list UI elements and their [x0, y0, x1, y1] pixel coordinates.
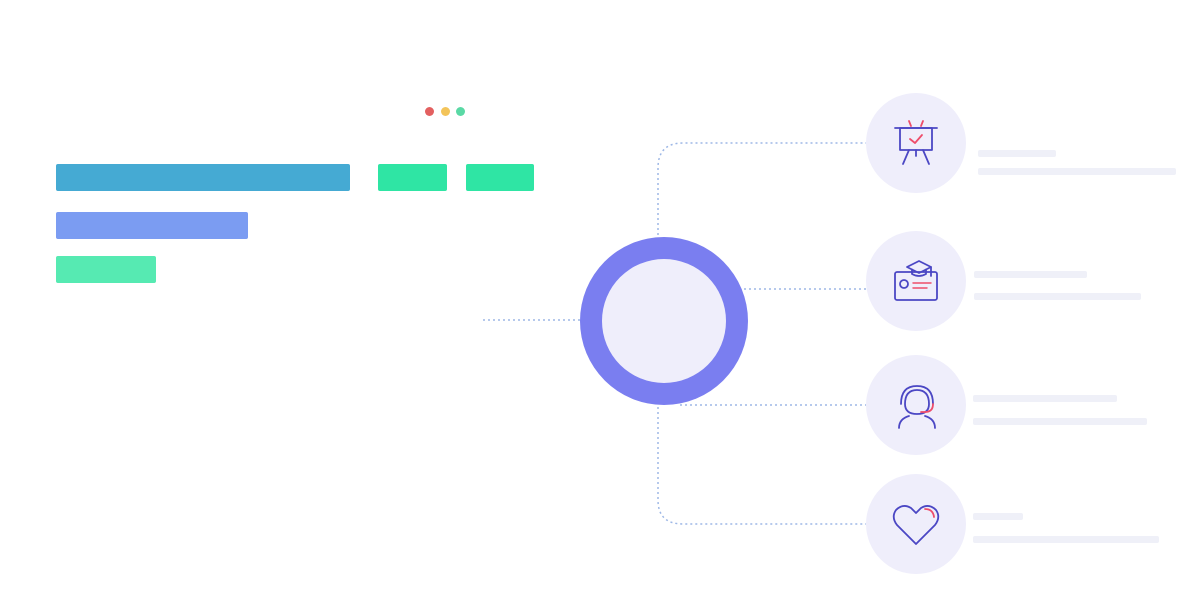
bar-secondary — [56, 212, 248, 239]
window-dot-yellow-icon — [441, 107, 450, 116]
node-certificate — [866, 231, 966, 331]
placeholder-line — [978, 168, 1176, 175]
hub-circle — [580, 237, 748, 405]
window-dot-green-icon — [456, 107, 465, 116]
connector-node-1 — [657, 142, 866, 240]
placeholder-line — [978, 150, 1056, 157]
placeholder-line — [974, 293, 1141, 300]
placeholder-line — [973, 395, 1117, 402]
heart-icon — [887, 495, 945, 553]
bar-green-1 — [378, 164, 447, 191]
node-heart — [866, 474, 966, 574]
bar-green-2 — [466, 164, 534, 191]
window-dot-red-icon — [425, 107, 434, 116]
hub-inner-circle — [602, 259, 726, 383]
customer-support-headset-icon — [887, 376, 945, 434]
connector-node-4 — [657, 402, 866, 525]
placeholder-line — [973, 536, 1159, 543]
node-presentation — [866, 93, 966, 193]
bar-tertiary — [56, 256, 156, 283]
node-support — [866, 355, 966, 455]
bar-primary — [56, 164, 350, 191]
placeholder-line — [973, 513, 1023, 520]
placeholder-line — [973, 418, 1147, 425]
presentation-board-icon — [887, 114, 945, 172]
placeholder-line — [974, 271, 1087, 278]
graduation-certificate-icon — [887, 252, 945, 310]
